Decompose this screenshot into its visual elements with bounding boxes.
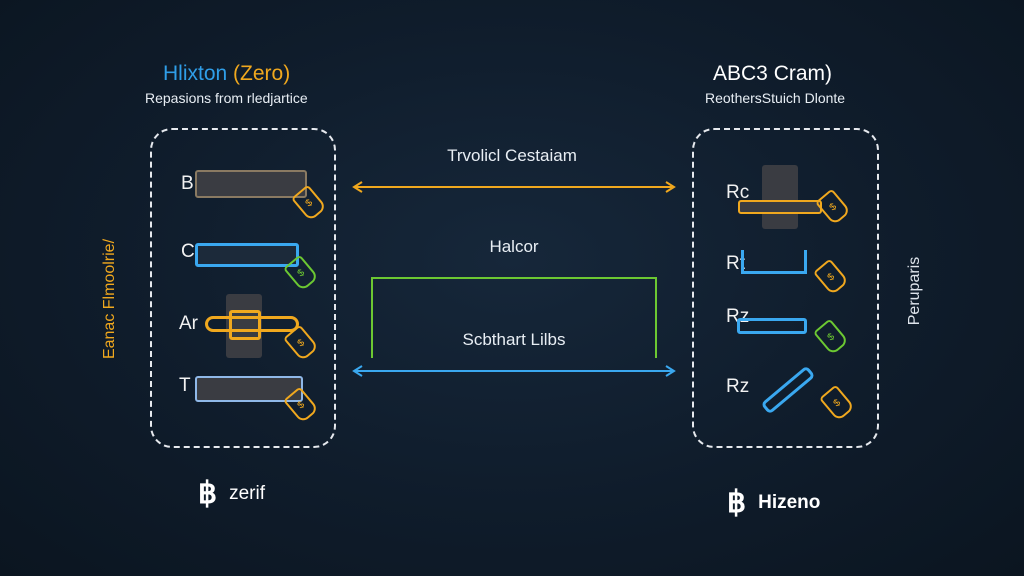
right-row-bar [738, 200, 822, 214]
left-group-box [150, 128, 336, 448]
right-title: ABC3 Cram) [713, 62, 833, 85]
right-group-box [692, 128, 879, 448]
left-title-name: Hlixton [163, 62, 228, 85]
left-title-suffix: (Zero) [233, 62, 291, 85]
left-row-bar [195, 376, 303, 402]
right-row-label: Rz [726, 376, 750, 397]
left-row-frame [229, 310, 261, 340]
left-brand: ฿ zerif [198, 476, 265, 511]
right-subtitle: ReothersStuich Dlonte [705, 90, 846, 106]
right-row-label: Rc [726, 182, 750, 203]
left-row-bar [205, 316, 299, 332]
left-row-label: C [181, 241, 195, 262]
orange-double-arrow [352, 181, 676, 193]
left-row-stack [226, 294, 262, 358]
right-row-bar [741, 250, 807, 274]
right-brand-name: Hizeno [758, 491, 821, 513]
green-bracket [371, 277, 657, 358]
middle-connector-label: Halcor [489, 237, 539, 256]
left-row-label: T [179, 375, 191, 396]
top-connector-label: Trvolicl Cestaiam [447, 146, 577, 165]
blue-double-arrow [352, 365, 676, 377]
left-row-bar [195, 170, 307, 198]
right-brand: ฿ Hizeno [727, 485, 820, 520]
bottom-connector-label: Scbthart Lilbs [462, 330, 566, 349]
right-row-label: Rt [726, 253, 745, 274]
left-row-label: Ar [179, 313, 198, 334]
left-row-label: B [181, 173, 194, 194]
left-subtitle: Repasions from rledjartice [145, 90, 308, 106]
left-row-bar [195, 243, 299, 267]
right-row-label: Rz [726, 306, 750, 327]
right-row-bar [737, 318, 807, 334]
left-title: Hlixton (Zero) [163, 62, 290, 86]
bitcoin-icon: ฿ [198, 477, 218, 510]
right-row-stack [762, 165, 798, 229]
left-brand-name: zerif [229, 482, 265, 504]
bitcoin-icon: ฿ [727, 486, 747, 519]
